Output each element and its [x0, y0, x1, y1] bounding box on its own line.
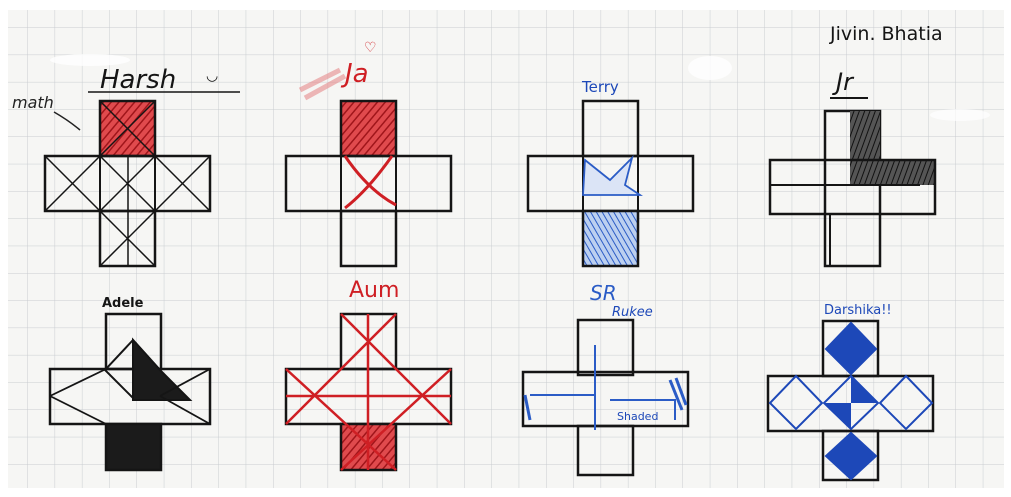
svg-text:◡: ◡ — [206, 68, 218, 84]
harsh-label: Harsh — [100, 65, 176, 95]
sr-label: SR — [590, 281, 617, 305]
aum-label: Aum — [349, 278, 399, 303]
jivin-label: Jivin. Bhatia — [829, 23, 943, 45]
math-label: math — [12, 93, 54, 112]
terry-label: Terry — [581, 78, 619, 96]
rukee-label: Rukee — [612, 305, 653, 320]
jivin-initials: Jr — [832, 68, 855, 96]
shaded-label: Shaded — [617, 410, 658, 423]
adele-label: Adele — [102, 296, 144, 311]
heart-icon: ♡ — [364, 40, 377, 56]
darshika-label: Darshika!! — [824, 303, 892, 318]
ja-label: Ja — [340, 59, 369, 89]
